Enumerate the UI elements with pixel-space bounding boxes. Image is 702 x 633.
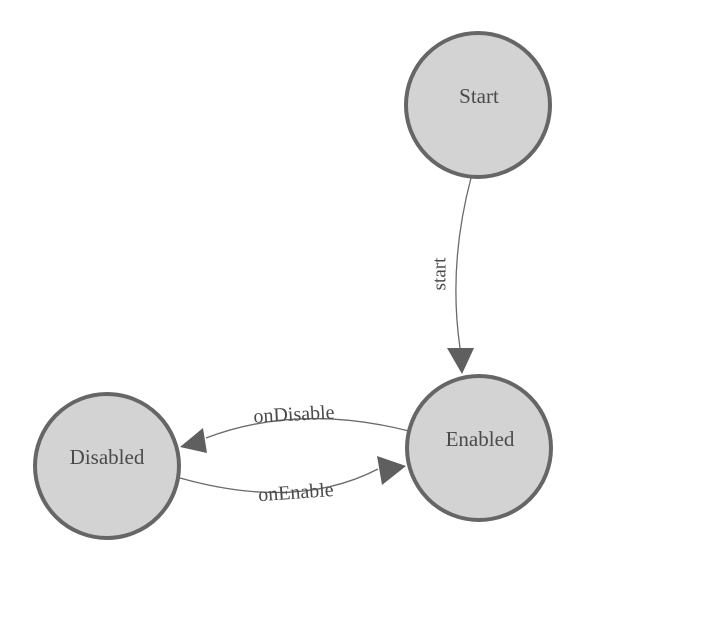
arrowhead-down-icon xyxy=(447,348,474,374)
edge-start-to-enabled: start xyxy=(429,177,474,374)
edge-line-enabled-to-disabled xyxy=(205,417,410,439)
edge-line-start-to-enabled xyxy=(455,177,472,349)
node-enabled[interactable]: Enabled xyxy=(405,374,553,522)
edge-label-onenable: onEnable xyxy=(257,479,334,506)
node-start[interactable]: Start xyxy=(404,31,552,179)
node-circle-start[interactable] xyxy=(404,31,552,179)
edge-enabled-to-disabled: onDisable xyxy=(180,401,410,453)
node-disabled[interactable]: Disabled xyxy=(33,392,181,540)
node-circle-disabled[interactable] xyxy=(33,392,181,540)
node-label-start: Start xyxy=(459,84,499,108)
edge-label-ondisable: onDisable xyxy=(253,401,335,427)
arrowhead-right-icon xyxy=(377,456,406,485)
node-circle-enabled[interactable] xyxy=(405,374,553,522)
edge-label-start: start xyxy=(429,257,450,290)
arrowhead-left-icon xyxy=(180,428,207,453)
edge-disabled-to-enabled: onEnable xyxy=(179,456,406,506)
node-label-enabled: Enabled xyxy=(446,427,515,451)
edge-line-disabled-to-enabled xyxy=(179,468,379,494)
node-label-disabled: Disabled xyxy=(70,445,145,469)
